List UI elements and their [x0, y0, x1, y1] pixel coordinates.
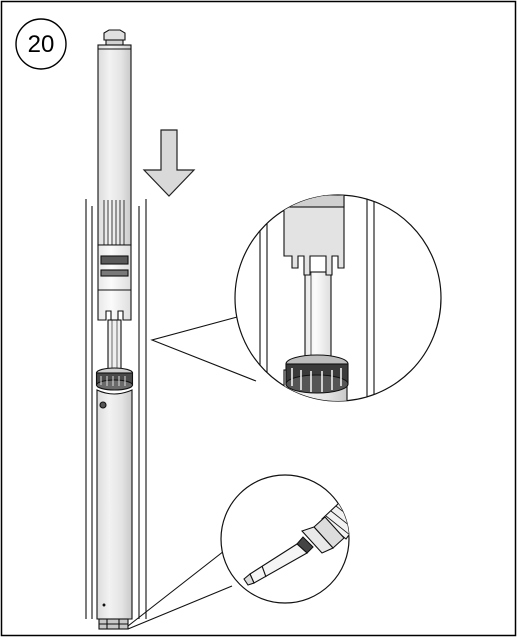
lower-callout-pointer: [127, 550, 233, 630]
spindle: [107, 319, 122, 373]
step-badge: 20: [15, 18, 67, 70]
lower-tube: [96, 389, 133, 630]
upper-tube: [97, 29, 132, 321]
upper-callout-pointer: [150, 312, 257, 382]
step-number: 20: [28, 31, 55, 58]
upper-detail-view: [234, 194, 442, 402]
coupling-ring: [95, 367, 134, 391]
channel-lines: [85, 199, 147, 619]
step-badge-circle: [15, 18, 67, 70]
down-arrow-icon: [142, 129, 196, 197]
